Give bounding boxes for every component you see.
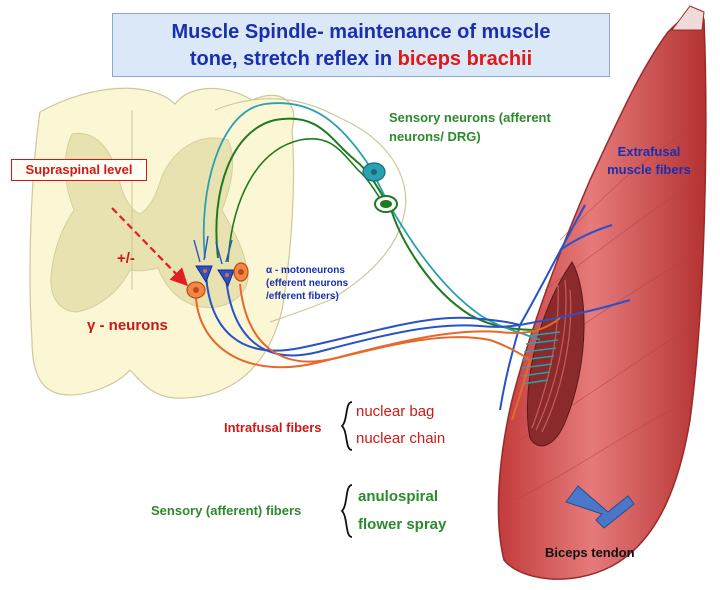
nuclear-chain-label: nuclear chain (356, 430, 446, 447)
teal-fiber (202, 102, 541, 341)
extrafusal-label: Extrafusal muscle fibers (607, 144, 691, 177)
extrafusal-branches (499, 204, 631, 411)
gamma-neurons-label: γ - neurons (87, 317, 168, 334)
title-highlight: biceps brachii (397, 48, 533, 70)
alpha-motoneuron-2 (217, 269, 235, 288)
intrafusal-brace (340, 401, 353, 451)
gamma-efferent-2 (239, 283, 561, 363)
intrafusal-fibers (531, 279, 572, 433)
title-line-2-prefix: tone, stretch reflex in (189, 48, 398, 70)
alpha-motoneurons-label: α - motoneurons (efferent neurons /effer… (266, 265, 349, 302)
sensory-fiber-2 (227, 137, 386, 263)
alpha-efferent-1 (205, 274, 521, 352)
alpha-motoneuron-1 (195, 265, 213, 284)
sensory-fibers-brace (340, 484, 353, 538)
biceps-muscle (497, 10, 707, 580)
sensory-fibers-label: Sensory (afferent) fibers (151, 503, 302, 518)
anulospiral-label: anulospiral (358, 488, 439, 505)
supraspinal-arrow (111, 207, 189, 287)
title-line-2: tone, stretch reflex in biceps brachii (113, 46, 609, 73)
upper-tendon (671, 5, 705, 31)
title-box: Muscle Spindle- maintenance of muscle to… (112, 13, 610, 77)
title-line-1: Muscle Spindle- maintenance of muscle (171, 21, 551, 43)
gamma-efferent-1 (195, 297, 532, 421)
nuclear-bag-label: nuclear bag (356, 403, 435, 420)
dorsal-root-region (214, 98, 407, 323)
biceps-tendon-label: Biceps tendon (545, 545, 635, 560)
flower-spray-label: flower spray (358, 516, 447, 533)
sensory-neurons-label: Sensory neurons (afferent neurons/ DRG) (389, 110, 551, 144)
plus-minus-label: +/- (117, 250, 135, 267)
alpha-efferent-2 (225, 277, 521, 357)
biceps-tendon (565, 485, 635, 529)
motoneuron-dendrites (193, 235, 233, 265)
supraspinal-label: Supraspinal level (11, 159, 147, 181)
intrafusal-label: Intrafusal fibers (224, 420, 322, 435)
